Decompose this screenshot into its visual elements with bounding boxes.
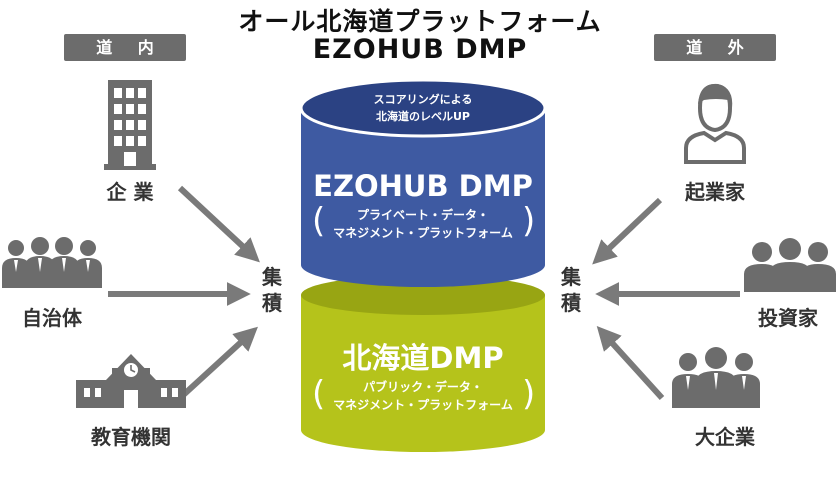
item-label-investor: 投資家 (758, 306, 818, 330)
lower-sub-2: マネジメント・プラットフォーム (333, 397, 513, 412)
upper-title: EZOHUB DMP (313, 169, 533, 203)
item-label-municipality: 自治体 (22, 306, 82, 330)
lower-sub-1: パブリック・データ・ (363, 379, 483, 394)
upper-paren-right: ) (522, 201, 535, 241)
cylinder-top-ellipse (299, 78, 547, 138)
accumulate-label-right: 集積 (561, 265, 581, 315)
school-icon (76, 354, 186, 408)
lower-paren-right: ) (522, 374, 535, 414)
item-label-entrepreneur: 起業家 (685, 180, 745, 204)
item-label-enterprise: 大企業 (695, 425, 755, 449)
lower-title: 北海道DMP (342, 341, 503, 375)
region-badge-domestic: 道 内 (64, 34, 186, 61)
cylinder-lower-top (301, 275, 545, 315)
upper-paren-left: ( (312, 201, 325, 241)
page-subtitle: EZOHUB DMP (312, 34, 528, 65)
arrow-entrepreneur (592, 197, 663, 265)
accumulate-label-left: 集積 (262, 265, 282, 315)
region-badge-overseas: 道 外 (654, 34, 776, 61)
investors-icon (744, 238, 836, 292)
upper-sub-2: マネジメント・プラットフォーム (333, 225, 513, 240)
arrow-education (177, 326, 258, 401)
cylinder-lower-body (301, 295, 545, 452)
page-title: オール北海道プラットフォーム (238, 7, 602, 36)
lower-paren-left: ( (312, 374, 325, 414)
cylinder-top-text-2: 北海道のレベルUP (376, 109, 470, 123)
item-label-education: 教育機関 (91, 425, 171, 449)
upper-sub-1: プライベート・データ・ (357, 207, 489, 222)
item-label-companies: 企 業 (106, 180, 154, 204)
building-icon (104, 80, 156, 170)
cylinder-top-text-1: スコアリングによる (374, 92, 473, 106)
enterprise-people-icon (672, 347, 760, 408)
person-outline-icon (684, 83, 746, 164)
arrow-enterprise (596, 325, 665, 401)
group-people-icon (2, 237, 102, 288)
arrow-companies (177, 185, 260, 263)
cylinder-upper-body (301, 110, 545, 287)
